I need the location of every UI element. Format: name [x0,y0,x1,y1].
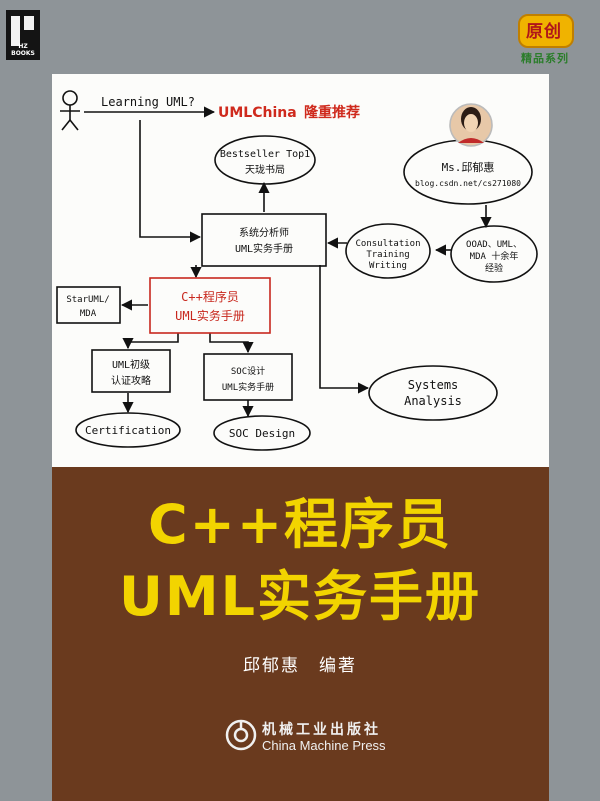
systems-line2: Analysis [404,394,462,408]
experience-line2: MDA 十余年 [470,250,519,262]
bestseller-line2: 天珑书局 [245,164,285,176]
publisher-name-en: China Machine Press [262,738,386,753]
endorsement-right: 隆重推荐 [304,104,360,121]
author-blog: blog.csdn.net/cs271080 [415,179,521,188]
learner-figure-icon [60,90,80,131]
endorsement-left: UMLChina [218,105,297,121]
consultation-line1: Consultation [355,239,420,249]
experience-line3: 经验 [485,262,503,274]
publisher-logo-icon [225,719,257,751]
series-badge-subtitle: 精品系列 [521,52,569,65]
bestseller-line1: Bestseller Top1 [220,149,310,160]
series-badge: 原创 精品系列 [510,14,580,68]
staruml-line1: StarUML/ [66,295,109,305]
cpp-book-line2: UML实务手册 [175,308,245,323]
soc-book-line2: UML实务手册 [222,381,274,393]
book-title-line2: UML实务手册 [119,565,481,628]
hz-books-label: HZ BOOKS [11,43,35,57]
intro-book-line2: 认证攻略 [111,374,151,387]
certification-label: Certification [85,424,171,437]
start-label: Learning UML? [101,95,195,109]
book-title-line1: C++程序员 [147,493,453,556]
cpp-book-line1: C++程序员 [181,289,239,304]
consultation-line2: Training [366,250,409,260]
soc-book-line1: SOC设计 [231,365,265,377]
publisher-name-cn: 机械工业出版社 [262,722,381,738]
systems-line1: Systems [408,378,459,392]
staruml-line2: MDA [80,309,97,319]
analyst-book-line2: UML实务手册 [235,242,293,255]
hz-books-logo: HZ BOOKS [6,10,40,60]
analyst-book-line1: 系统分析师 [239,226,289,239]
soc-design-label: SOC Design [229,427,295,440]
experience-line1: OOAD、UML、 [466,240,522,250]
series-badge-title: 原创 [526,22,562,42]
title-band [52,467,549,801]
author-name: Ms.邱郁惠 [442,160,495,174]
author-credit: 邱郁惠 编著 [243,656,357,676]
author-portrait-icon [449,103,493,147]
consultation-line3: Writing [369,261,407,271]
intro-book-line1: UML初级 [112,358,150,371]
